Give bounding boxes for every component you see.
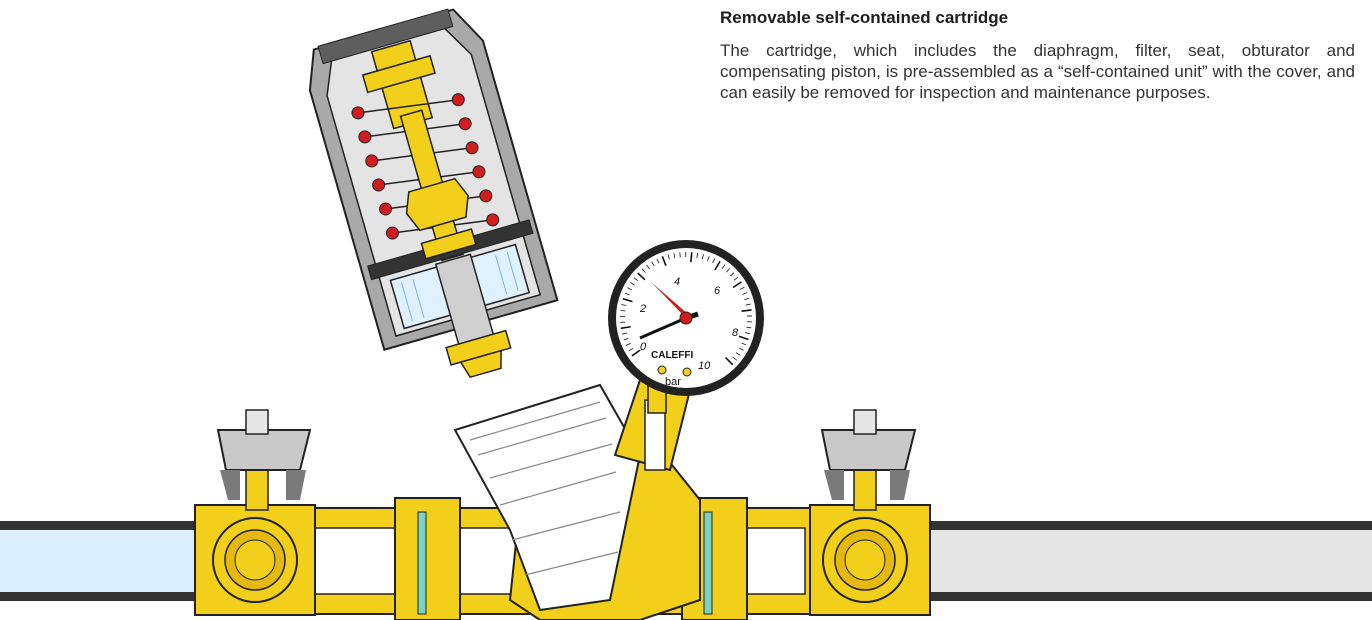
gauge-scale-6: 6 xyxy=(714,285,721,297)
gauge-tick xyxy=(696,252,699,259)
gauge-scale-4: 4 xyxy=(674,276,680,288)
valve-body xyxy=(199,378,921,620)
gauge-tick xyxy=(745,303,751,306)
gauge-tick xyxy=(631,349,641,357)
gauge-tick xyxy=(744,297,750,301)
gauge-tick xyxy=(633,277,639,281)
caption-title: Removable self-contained cartridge xyxy=(720,8,1009,27)
gauge-tick xyxy=(732,281,742,289)
gauge-tick xyxy=(738,347,744,351)
gauge-tick xyxy=(630,282,635,286)
gauge-tick xyxy=(707,256,710,262)
gauge-brand: CALEFFI xyxy=(651,350,693,361)
gauge-tick xyxy=(620,310,626,312)
gauge-tick xyxy=(730,272,735,277)
caption-text: The cartridge, which includes the diaphr… xyxy=(720,41,1355,102)
gauge-tick xyxy=(646,264,650,270)
gauge-tick xyxy=(721,264,726,270)
gauge-tick xyxy=(739,286,745,290)
gauge-tick xyxy=(628,347,634,352)
gauge-tick xyxy=(656,258,660,264)
gauge-tick xyxy=(701,254,704,260)
gauge-tick xyxy=(637,272,646,281)
removable-cartridge xyxy=(308,8,559,379)
gauge-tick xyxy=(732,356,737,361)
outlet-pipe xyxy=(910,521,1372,601)
gauge-tick xyxy=(624,292,630,296)
gauge-scale-ticks xyxy=(620,251,752,366)
gauge-tick xyxy=(621,332,627,335)
gauge-tick xyxy=(712,258,716,264)
gauge-tick xyxy=(667,254,670,260)
gauge-tick xyxy=(733,276,739,281)
gauge-tick xyxy=(627,287,633,291)
gauge-tick xyxy=(726,268,730,273)
gauge-tick xyxy=(661,256,667,267)
gauge-tick xyxy=(735,352,741,356)
inlet-ball-valve xyxy=(194,409,316,616)
gauge-tick xyxy=(742,292,748,295)
gauge-tick xyxy=(621,304,627,306)
gauge-scale-0: 0 xyxy=(640,341,647,353)
spring-coil-sections xyxy=(351,93,500,240)
gauge-tick xyxy=(725,357,734,366)
gauge-scale-10: 10 xyxy=(698,360,711,372)
gauge-tick xyxy=(746,326,752,329)
gauge-tick xyxy=(623,337,629,341)
gauge-tick xyxy=(622,297,633,303)
gauge-tick xyxy=(745,332,751,335)
gauge-tick xyxy=(714,261,721,271)
gauge-tick xyxy=(741,342,747,346)
gauge-unit: bar xyxy=(665,376,681,388)
gauge-scale-2: 2 xyxy=(639,303,646,315)
gauge-tick xyxy=(651,261,655,267)
caption-block: Removable self-contained cartridge The c… xyxy=(720,8,1355,103)
gauge-tick xyxy=(738,335,749,341)
gauge-needle xyxy=(651,282,688,318)
inlet-pipe xyxy=(0,521,215,601)
gauge-tick xyxy=(641,268,646,273)
gauge-tick xyxy=(741,309,752,312)
outlet-ball-valve xyxy=(809,409,931,616)
pressure-gauge: 0 2 4 6 8 10 CALEFFI bar xyxy=(608,240,764,414)
gauge-scale-8: 8 xyxy=(732,327,739,339)
gauge-tick xyxy=(690,252,693,263)
gauge-tick xyxy=(625,343,631,346)
gauge-tick xyxy=(620,325,631,330)
gauge-tick xyxy=(673,253,676,259)
